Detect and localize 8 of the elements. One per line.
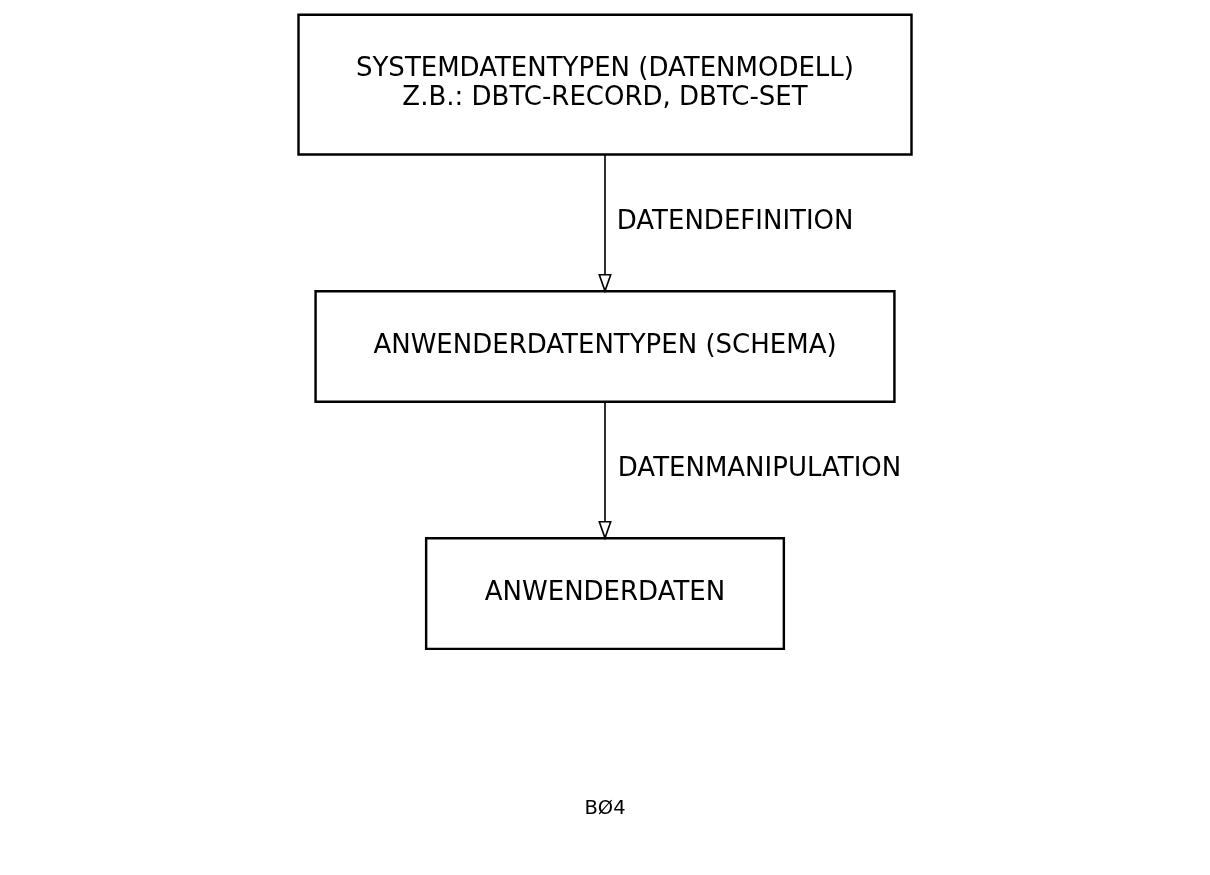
node-box: ANWENDERDATEN xyxy=(424,537,786,651)
node-box: SYSTEMDATENTYPEN (DATENMODELL) Z.B.: DBTC-RECORD, DBTC-SET xyxy=(297,13,913,156)
node-box: ANWENDERDATENTYPEN (SCHEMA) xyxy=(314,289,896,403)
edge-label: DATENMANIPULATION xyxy=(617,452,902,483)
edge-label: DATENDEFINITION xyxy=(616,205,854,236)
arrow xyxy=(598,401,612,541)
label: BØ4 xyxy=(584,796,626,820)
arrow xyxy=(598,154,612,294)
